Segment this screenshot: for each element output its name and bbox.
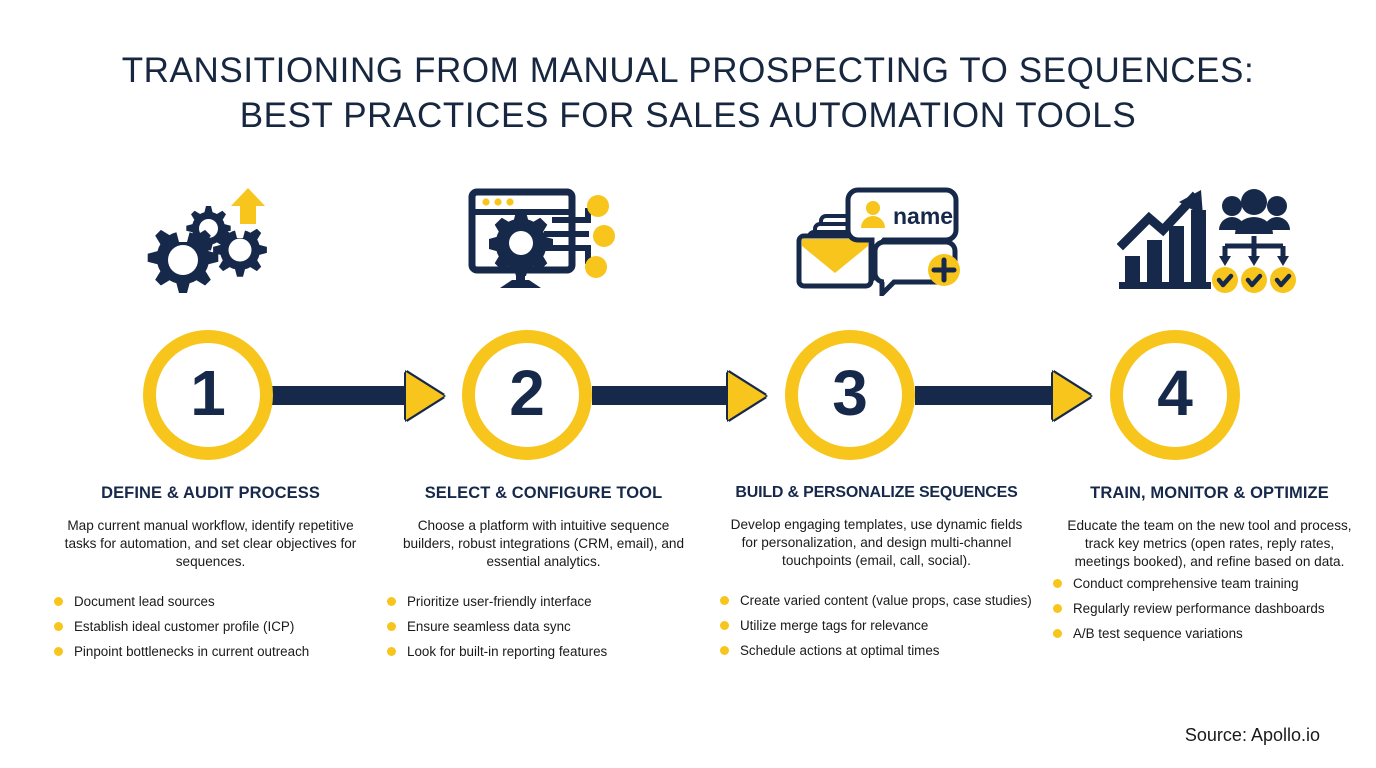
list-item-label: Prioritize user-friendly interface xyxy=(407,594,592,609)
bullet-dot-icon xyxy=(54,647,63,656)
envelopes-chat-name-icon: name xyxy=(718,180,1035,300)
bullet-dot-icon xyxy=(54,622,63,631)
connector-bar-1-2 xyxy=(272,386,410,405)
list-item: Regularly review performance dashboards xyxy=(1051,600,1368,617)
list-item: Create varied content (value props, case… xyxy=(718,592,1035,609)
step-3-heading: BUILD & PERSONALIZE SEQUENCES xyxy=(735,484,1018,501)
list-item: Schedule actions at optimal times xyxy=(718,642,1035,659)
list-item-label: Document lead sources xyxy=(74,594,215,609)
step-number-1: 1 xyxy=(190,357,226,429)
source-attribution: Source: Apollo.io xyxy=(1184,725,1320,745)
step-3-icon-column: name xyxy=(718,180,1035,300)
monitor-gear-nodes-icon xyxy=(385,180,702,300)
list-item-label: Create varied content (value props, case… xyxy=(740,593,1032,608)
list-item-label: Ensure seamless data sync xyxy=(407,619,571,634)
step-1-text-column: DEFINE & AUDIT PROCESS Map current manua… xyxy=(52,484,369,668)
step-1-bullet-list: Document lead sources Establish ideal cu… xyxy=(52,593,369,660)
bullet-dot-icon xyxy=(720,621,729,630)
growth-chart-team-checks-icon xyxy=(1051,180,1368,300)
bullet-dot-icon xyxy=(720,646,729,655)
list-item-label: Conduct comprehensive team training xyxy=(1073,576,1299,591)
step-2-description: Choose a platform with intuitive sequenc… xyxy=(402,518,685,569)
step-4-text-column: TRAIN, MONITOR & OPTIMIZE Educate the te… xyxy=(1051,484,1368,668)
bullet-dot-icon xyxy=(387,597,396,606)
list-item: Utilize merge tags for relevance xyxy=(718,617,1035,634)
list-item-label: Establish ideal customer profile (ICP) xyxy=(74,619,295,634)
step-4-heading: TRAIN, MONITOR & OPTIMIZE xyxy=(1090,484,1329,502)
step-2-text-column: SELECT & CONFIGURE TOOL Choose a platfor… xyxy=(385,484,702,668)
bullet-dot-icon xyxy=(720,596,729,605)
arrow-icon-1-2 xyxy=(406,372,444,420)
step-4-bullet-list: Conduct comprehensive team training Regu… xyxy=(1051,575,1368,642)
connector-bar-2-3 xyxy=(592,386,732,405)
step-4-icon-column xyxy=(1051,180,1368,300)
step-1-icon-column xyxy=(52,180,369,300)
step-4-description: Educate the team on the new tool and pro… xyxy=(1067,518,1352,569)
list-item: Establish ideal customer profile (ICP) xyxy=(52,618,369,635)
step-1-heading: DEFINE & AUDIT PROCESS xyxy=(101,484,320,502)
step-number-4: 4 xyxy=(1157,357,1193,429)
page-title-line-2: BEST PRACTICES FOR SALES AUTOMATION TOOL… xyxy=(239,96,1137,135)
bullet-dot-icon xyxy=(387,647,396,656)
bullet-dot-icon xyxy=(387,622,396,631)
page-title-line-1: TRANSITIONING FROM MANUAL PROSPECTING TO… xyxy=(121,51,1255,90)
bullet-dot-icon xyxy=(1053,579,1062,588)
step-3-description: Develop engaging templates, use dynamic … xyxy=(730,517,1023,568)
page-title: TRANSITIONING FROM MANUAL PROSPECTING TO… xyxy=(0,0,1376,138)
bullet-dot-icon xyxy=(54,597,63,606)
step-number-circle-4[interactable]: 4 xyxy=(1110,330,1240,460)
step-2-bullet-list: Prioritize user-friendly interface Ensur… xyxy=(385,593,702,660)
step-2-icon-column xyxy=(385,180,702,300)
step-number-3: 3 xyxy=(832,357,868,429)
step-number-circle-2[interactable]: 2 xyxy=(462,330,592,460)
arrow-icon-2-3 xyxy=(728,372,766,420)
list-item: Pinpoint bottlenecks in current outreach xyxy=(52,643,369,660)
step-3-bullet-list: Create varied content (value props, case… xyxy=(718,592,1035,659)
list-item: A/B test sequence variations xyxy=(1051,625,1368,642)
step-3-text-column: BUILD & PERSONALIZE SEQUENCES Develop en… xyxy=(718,484,1035,668)
step-number-2: 2 xyxy=(509,357,545,429)
list-item-label: Schedule actions at optimal times xyxy=(740,643,940,658)
step-text-row: DEFINE & AUDIT PROCESS Map current manua… xyxy=(0,484,1376,668)
step-number-circle-1[interactable]: 1 xyxy=(143,330,273,460)
step-1-description: Map current manual workflow, identify re… xyxy=(64,518,357,569)
list-item-label: Look for built-in reporting features xyxy=(407,644,608,659)
list-item-label: Pinpoint bottlenecks in current outreach xyxy=(74,644,310,659)
process-step-row: 1 2 3 4 xyxy=(0,318,1376,473)
list-item: Conduct comprehensive team training xyxy=(1051,575,1368,592)
list-item-label: Utilize merge tags for relevance xyxy=(740,618,929,633)
list-item: Ensure seamless data sync xyxy=(385,618,702,635)
connector-bar-3-4 xyxy=(915,386,1057,405)
bullet-dot-icon xyxy=(1053,629,1062,638)
list-item-label: Regularly review performance dashboards xyxy=(1073,601,1325,616)
icon-row: name xyxy=(0,180,1376,300)
list-item: Prioritize user-friendly interface xyxy=(385,593,702,610)
step-2-heading: SELECT & CONFIGURE TOOL xyxy=(424,484,663,502)
gears-up-arrow-icon xyxy=(52,180,369,300)
list-item: Document lead sources xyxy=(52,593,369,610)
arrow-icon-3-4 xyxy=(1053,372,1091,420)
step-number-circle-3[interactable]: 3 xyxy=(785,330,915,460)
list-item-label: A/B test sequence variations xyxy=(1073,626,1243,641)
list-item: Look for built-in reporting features xyxy=(385,643,702,660)
svg-text:name: name xyxy=(893,203,953,229)
bullet-dot-icon xyxy=(1053,604,1062,613)
